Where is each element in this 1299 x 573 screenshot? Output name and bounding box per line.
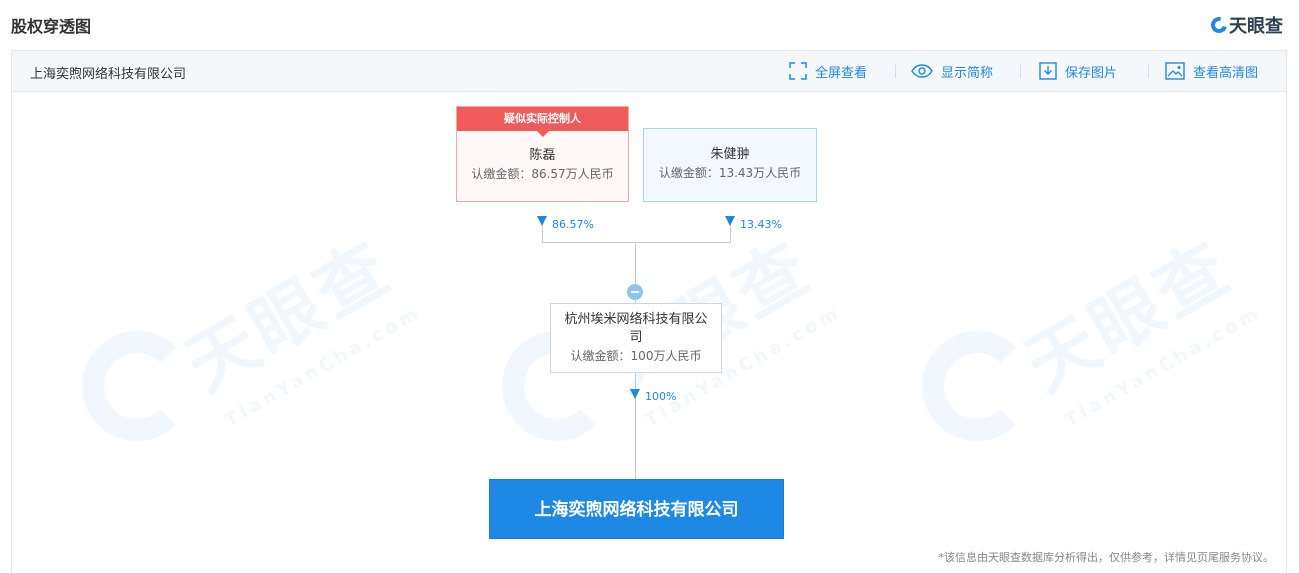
connector-line <box>542 242 731 243</box>
share-percent: 13.43% <box>740 218 782 231</box>
fullscreen-label: 全屏查看 <box>815 65 868 81</box>
hd-image-label: 查看高清图 <box>1193 65 1259 81</box>
share-percent: 86.57% <box>552 218 594 231</box>
toolbar: 上海奕煦网络科技有限公司 全屏查看 显示简称 保存图片 <box>12 51 1286 92</box>
connector-line <box>542 217 543 242</box>
brand-name: 天眼查 <box>1229 16 1283 37</box>
actual-controller-tag: 疑似实际控制人 <box>457 107 628 137</box>
shareholder-node-zhu-jianchong[interactable]: 朱健翀 认缴金额：13.43万人民币 <box>643 128 817 202</box>
connector-line <box>635 242 636 303</box>
fullscreen-button[interactable]: 全屏查看 <box>789 61 867 81</box>
equity-chart-panel: 天眼查 TianYanCha.com 天眼查 TianYanCha.com 天眼… <box>11 50 1287 573</box>
minus-icon <box>631 291 639 293</box>
intermediate-company-node[interactable]: 杭州埃米网络科技有限公司 认缴金额：100万人民币 <box>550 303 722 373</box>
watermark: 天眼查 TianYanCha.com <box>922 225 1275 441</box>
image-icon <box>1165 62 1185 80</box>
company-amount: 认缴金额：100万人民币 <box>570 349 702 363</box>
toolbar-company-name: 上海奕煦网络科技有限公司 <box>30 67 187 82</box>
connector-line <box>730 217 731 242</box>
arrow-down-icon <box>630 389 640 399</box>
tianyancha-logo-icon <box>1208 14 1230 36</box>
target-company-node[interactable]: 上海奕煦网络科技有限公司 <box>489 479 784 539</box>
collapse-button[interactable] <box>627 284 643 300</box>
fullscreen-icon <box>789 62 807 80</box>
connector-line <box>635 373 636 479</box>
save-image-button[interactable]: 保存图片 <box>1039 61 1117 81</box>
company-name: 杭州埃米网络科技有限公司 <box>564 312 708 345</box>
shareholder-amount: 认缴金额：13.43万人民币 <box>658 166 802 180</box>
shareholder-name: 朱健翀 <box>710 147 750 162</box>
page-title: 股权穿透图 <box>11 17 92 36</box>
disclaimer-text: *该信息由天眼查数据库分析得出，仅供参考，详情见页尾服务协议。 <box>938 551 1275 564</box>
download-icon <box>1039 62 1057 80</box>
arrow-down-icon <box>537 216 547 226</box>
shareholder-amount: 认缴金额：86.57万人民币 <box>471 167 614 181</box>
show-short-name-label: 显示简称 <box>941 65 994 81</box>
share-percent: 100% <box>645 390 677 403</box>
shareholder-name: 陈磊 <box>529 148 556 163</box>
hd-image-button[interactable]: 查看高清图 <box>1165 61 1258 81</box>
show-short-name-button[interactable]: 显示简称 <box>911 61 993 81</box>
watermark: 天眼查 TianYanCha.com <box>82 225 435 441</box>
arrow-down-icon <box>725 216 735 226</box>
brand-logo: 天眼查 <box>1208 12 1283 38</box>
shareholder-node-chen-lei[interactable]: 疑似实际控制人 陈磊 认缴金额：86.57万人民币 <box>456 106 629 202</box>
save-image-label: 保存图片 <box>1065 65 1118 81</box>
eye-icon <box>911 64 933 78</box>
